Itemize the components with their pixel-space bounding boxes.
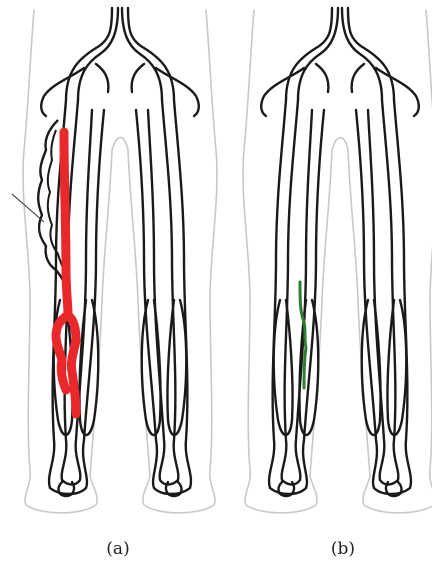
panel-b — [243, 8, 432, 513]
panel-a-caption: (a) — [106, 539, 129, 559]
panel-a-legs — [23, 8, 217, 513]
panel-b-legs — [243, 8, 432, 513]
panel-a — [12, 8, 217, 513]
panel-b-caption: (b) — [331, 539, 355, 559]
